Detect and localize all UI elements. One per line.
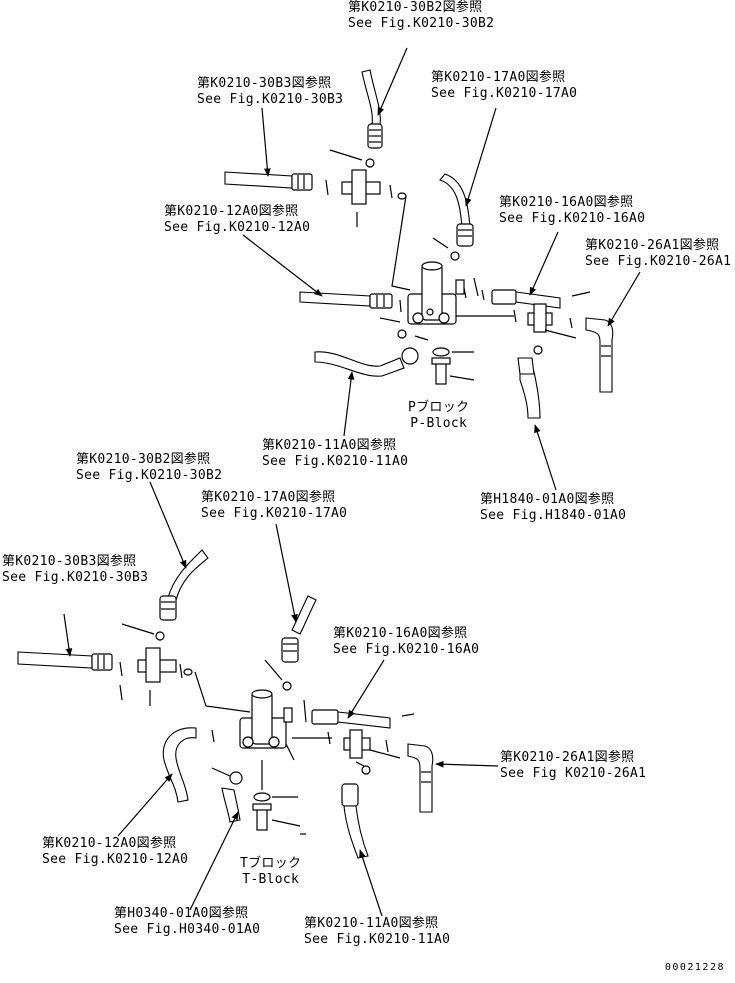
- hose-12a0-lower: [162, 727, 197, 803]
- hose-30b3-lower: [17, 651, 93, 669]
- ref-label-en: See Fig.K0210-17A0: [431, 86, 578, 101]
- block-label-jp: Tブロック: [240, 856, 302, 871]
- ref-label-en: See Fig.K0210-30B2: [348, 16, 495, 31]
- ref-label-upper-30b2: 第K0210-30B2図参照 See Fig.K0210-30B2: [348, 0, 494, 32]
- ref-label-upper-16a0: 第K0210-16A0図参照 See Fig.K0210-16A0: [499, 195, 645, 227]
- ref-label-lower-30b2: 第K0210-30B2図参照 See Fig.K0210-30B2: [76, 452, 222, 484]
- ref-label-en: See Fig.H0340-01A0: [114, 922, 261, 937]
- washer: [432, 347, 450, 357]
- block-label-jp: Pブロック: [408, 400, 470, 415]
- t-block-label: Tブロック T-Block: [240, 856, 301, 888]
- upper-assembly: [224, 47, 641, 491]
- ref-label-jp: 第K0210-30B3図参照: [197, 76, 332, 91]
- ref-label-jp: 第K0210-26A1図参照: [500, 750, 635, 765]
- ref-label-upper-30b3: 第K0210-30B3図参照 See Fig.K0210-30B3: [197, 76, 343, 108]
- ref-label-en: See Fig.K0210-11A0: [262, 454, 409, 469]
- ref-label-lower-11a0: 第K0210-11A0図参照 See Fig.K0210-11A0: [304, 916, 450, 948]
- ref-label-jp: 第K0210-12A0図参照: [42, 836, 177, 851]
- ref-label-en: See Fig.K0210-30B3: [2, 570, 149, 585]
- hose-30b2-lower: [167, 549, 209, 601]
- ref-label-jp: 第K0210-17A0図参照: [201, 490, 336, 505]
- ref-label-upper-11a0: 第K0210-11A0図参照 See Fig.K0210-11A0: [262, 438, 408, 470]
- ref-label-en: See Fig.K0210-30B3: [197, 92, 344, 107]
- elbow-26a1-upper: [585, 317, 614, 393]
- ref-label-lower-26a1: 第K0210-26A1図参照 See Fig K0210-26A1: [500, 750, 646, 782]
- ref-label-en: See Fig.K0210-12A0: [42, 852, 189, 867]
- hose-11a0-upper: [314, 351, 405, 377]
- ref-label-jp: 第K0210-16A0図参照: [499, 195, 634, 210]
- ref-label-en: See Fig.K0210-16A0: [333, 642, 480, 657]
- ref-label-upper-17a0: 第K0210-17A0図参照 See Fig.K0210-17A0: [431, 70, 577, 102]
- lower-assembly: [17, 481, 499, 917]
- bolt: [435, 361, 447, 385]
- ref-label-en: See Fig.K0210-26A1: [585, 254, 732, 269]
- ref-label-upper-h1840: 第H1840-01A0図参照 See Fig.H1840-01A0: [480, 492, 626, 524]
- ref-label-upper-26a1: 第K0210-26A1図参照 See Fig.K0210-26A1: [585, 238, 731, 270]
- ref-label-lower-30b3: 第K0210-30B3図参照 See Fig.K0210-30B3: [2, 554, 148, 586]
- ref-label-jp: 第K0210-30B3図参照: [2, 554, 137, 569]
- ref-label-jp: 第K0210-11A0図参照: [262, 438, 397, 453]
- ref-label-en: See Fig.K0210-17A0: [201, 506, 348, 521]
- ref-label-jp: 第K0210-17A0図参照: [431, 70, 566, 85]
- ref-label-jp: 第K0210-11A0図参照: [304, 916, 439, 931]
- ref-label-en: See Fig.K0210-12A0: [164, 220, 311, 235]
- ref-label-lower-16a0: 第K0210-16A0図参照 See Fig.K0210-16A0: [333, 626, 479, 658]
- hose-17a0-upper: [439, 173, 471, 229]
- hose-17a0-lower: [291, 595, 317, 635]
- o-ring: [365, 158, 375, 168]
- p-block-label: Pブロック P-Block: [408, 400, 469, 432]
- document-number: 00021228: [664, 962, 725, 973]
- hose-12a0-upper: [299, 291, 371, 307]
- ref-label-en: See Fig.K0210-30B2: [76, 468, 223, 483]
- ref-label-jp: 第K0210-26A1図参照: [585, 238, 720, 253]
- ref-label-upper-12a0: 第K0210-12A0図参照 See Fig.K0210-12A0: [164, 204, 310, 236]
- ref-label-en: See Fig.H1840-01A0: [480, 508, 627, 523]
- hose-h1840-upper: [519, 371, 541, 419]
- ref-label-jp: 第K0210-12A0図参照: [164, 204, 299, 219]
- ref-label-jp: 第H0340-01A0図参照: [114, 906, 249, 921]
- ref-label-en: See Fig.K0210-11A0: [304, 932, 451, 947]
- hose-16a0-upper: [515, 291, 561, 309]
- hose-30b2-upper: [361, 69, 381, 126]
- hose-30b3-upper: [224, 171, 293, 189]
- hose-16a0-lower: [337, 711, 391, 729]
- ref-label-en: See Fig.K0210-16A0: [499, 211, 646, 226]
- block-label-en: T-Block: [242, 872, 300, 887]
- ref-label-lower-h0340: 第H0340-01A0図参照 See Fig.H0340-01A0: [114, 906, 260, 938]
- elbow-26a1-lower: [407, 743, 434, 813]
- ref-label-jp: 第K0210-30B2図参照: [348, 0, 483, 15]
- ref-label-jp: 第H1840-01A0図参照: [480, 492, 615, 507]
- block-label-en: P-Block: [410, 416, 468, 431]
- ref-label-jp: 第K0210-30B2図参照: [76, 452, 211, 467]
- hose-11a0-lower: [343, 805, 369, 859]
- ref-label-en: See Fig K0210-26A1: [500, 766, 647, 781]
- ref-label-lower-17a0: 第K0210-17A0図参照 See Fig.K0210-17A0: [201, 490, 347, 522]
- ref-label-lower-12a0: 第K0210-12A0図参照 See Fig.K0210-12A0: [42, 836, 188, 868]
- ref-label-jp: 第K0210-16A0図参照: [333, 626, 468, 641]
- hose-h0340-lower: [221, 787, 241, 823]
